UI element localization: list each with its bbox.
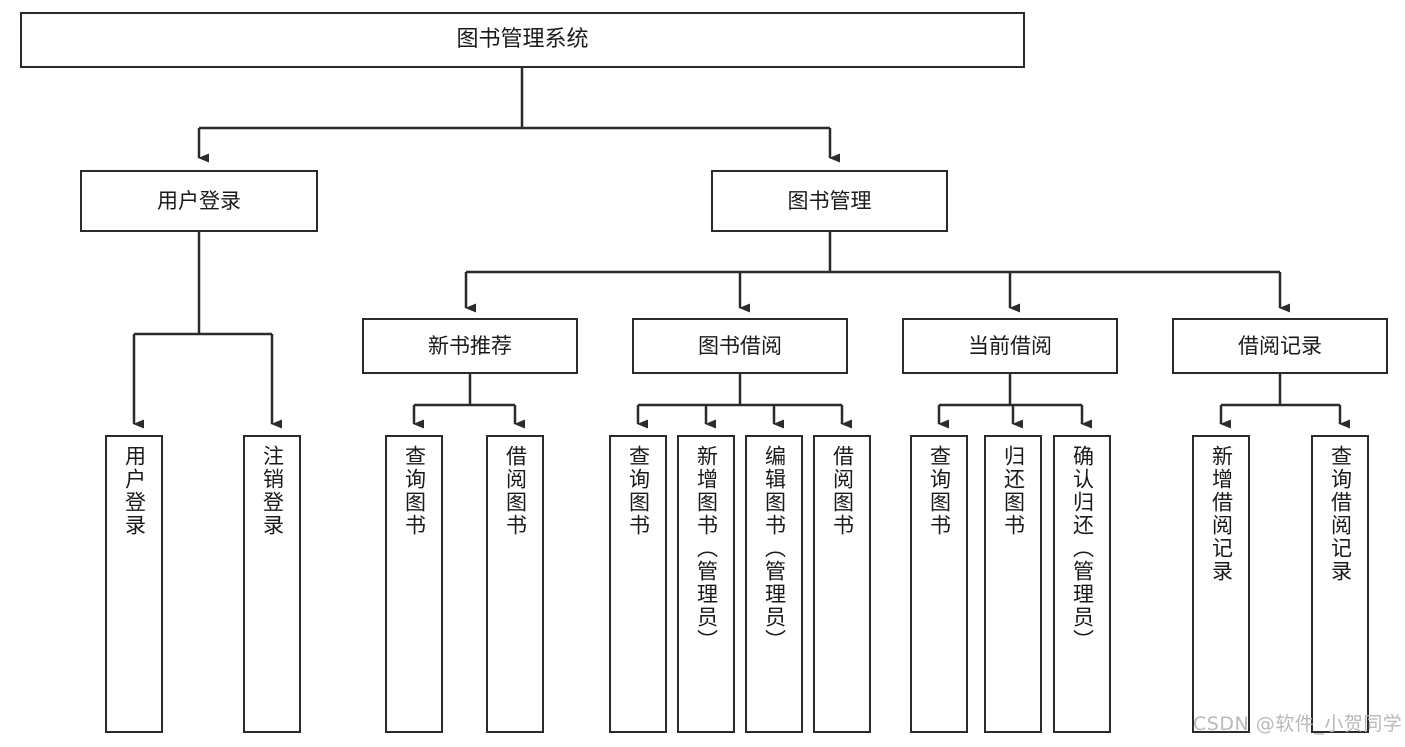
node-leaf-add-book-label: 新增图书（管理员） xyxy=(694,445,719,652)
node-leaf-query-book-current[interactable]: 查询图书 xyxy=(910,435,968,733)
node-book-manage[interactable]: 图书管理 xyxy=(711,170,948,232)
node-root[interactable]: 图书管理系统 xyxy=(20,12,1025,68)
node-book-manage-label: 图书管理 xyxy=(787,188,872,213)
node-leaf-confirm-return[interactable]: 确认归还（管理员） xyxy=(1053,435,1111,733)
node-leaf-return-book[interactable]: 归还图书 xyxy=(984,435,1042,733)
node-current-borrow[interactable]: 当前借阅 xyxy=(902,318,1118,374)
node-borrow-record-label: 借阅记录 xyxy=(1238,333,1322,358)
node-leaf-borrow-book-label: 借阅图书 xyxy=(830,445,855,537)
node-leaf-confirm-return-label: 确认归还（管理员） xyxy=(1070,445,1095,652)
node-leaf-user-login[interactable]: 用户登录 xyxy=(105,435,163,733)
node-leaf-add-borrow-record-label: 新增借阅记录 xyxy=(1209,445,1234,583)
csdn-watermark: CSDN @软件_小贺同学 xyxy=(1193,713,1403,735)
node-leaf-logout-label: 注销登录 xyxy=(260,445,285,537)
node-leaf-borrow-book-recommend-label: 借阅图书 xyxy=(503,445,528,537)
node-user-login-label: 用户登录 xyxy=(157,188,241,213)
node-leaf-borrow-book[interactable]: 借阅图书 xyxy=(813,435,871,733)
node-leaf-query-book-current-label: 查询图书 xyxy=(927,445,952,537)
node-leaf-user-login-label: 用户登录 xyxy=(122,445,147,537)
node-leaf-edit-book-label: 编辑图书（管理员） xyxy=(762,445,787,652)
node-leaf-query-book-recommend[interactable]: 查询图书 xyxy=(385,435,443,733)
node-leaf-edit-book[interactable]: 编辑图书（管理员） xyxy=(745,435,803,733)
node-leaf-query-book-recommend-label: 查询图书 xyxy=(402,445,427,537)
node-leaf-return-book-label: 归还图书 xyxy=(1001,445,1026,537)
node-leaf-query-borrow-record-label: 查询借阅记录 xyxy=(1328,445,1353,583)
node-user-login[interactable]: 用户登录 xyxy=(80,170,318,232)
node-leaf-logout[interactable]: 注销登录 xyxy=(243,435,301,733)
node-leaf-query-borrow-record[interactable]: 查询借阅记录 xyxy=(1311,435,1369,733)
node-leaf-add-book[interactable]: 新增图书（管理员） xyxy=(677,435,735,733)
node-root-label: 图书管理系统 xyxy=(456,27,589,53)
node-leaf-borrow-book-recommend[interactable]: 借阅图书 xyxy=(486,435,544,733)
node-borrow-record[interactable]: 借阅记录 xyxy=(1172,318,1388,374)
node-current-borrow-label: 当前借阅 xyxy=(968,333,1052,358)
node-book-borrow[interactable]: 图书借阅 xyxy=(632,318,848,374)
node-leaf-query-book-borrow[interactable]: 查询图书 xyxy=(609,435,667,733)
node-new-book-recommend[interactable]: 新书推荐 xyxy=(362,318,578,374)
node-leaf-add-borrow-record[interactable]: 新增借阅记录 xyxy=(1192,435,1250,733)
node-new-book-recommend-label: 新书推荐 xyxy=(428,333,512,358)
node-leaf-query-book-borrow-label: 查询图书 xyxy=(626,445,651,537)
node-book-borrow-label: 图书借阅 xyxy=(698,333,782,358)
